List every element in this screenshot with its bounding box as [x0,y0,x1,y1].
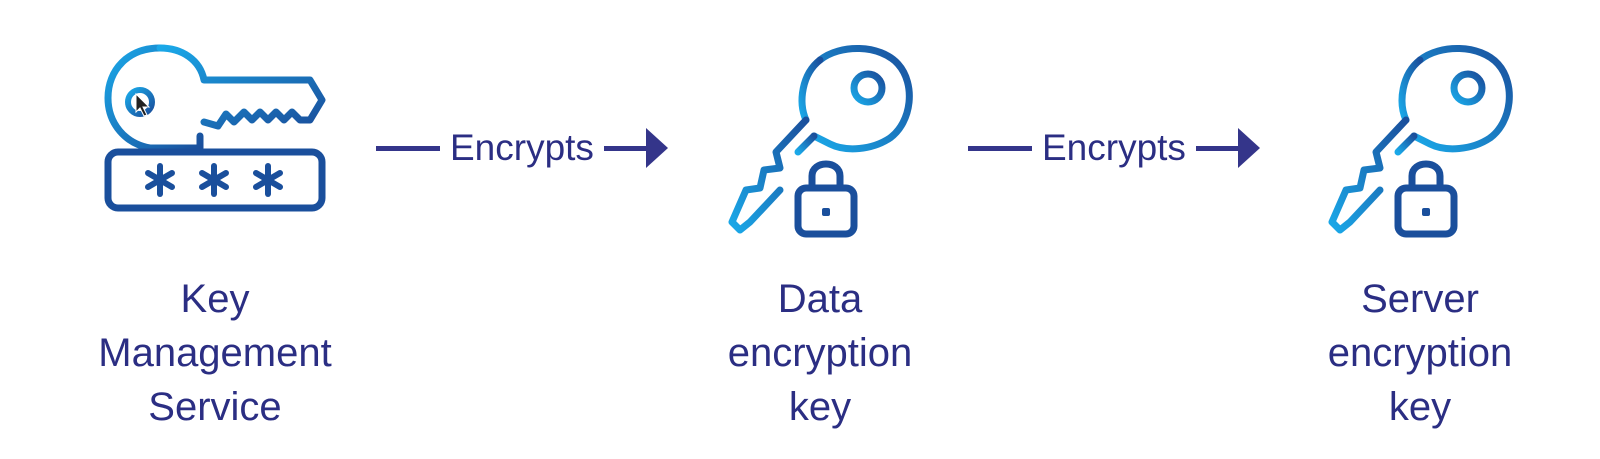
connector-line [1195,145,1238,151]
key-with-password-icon [104,44,326,212]
arrowhead-icon [1237,128,1260,168]
node-label-data-encryption-key: Data encryption key [727,277,913,429]
connector-line [603,145,646,151]
connector-line [376,145,440,151]
key-with-lock-icon [728,45,913,238]
encrypts-connector: Encrypts [376,127,668,168]
connector-label: Encrypts [450,127,594,168]
arrowhead-icon [645,128,668,168]
connector-label: Encrypts [1042,127,1186,168]
node-label-key-management-service: Key Management Service [98,277,332,429]
node-label-server-encryption-key: Server encryption key [1327,277,1513,429]
mouse-cursor-icon [135,92,151,117]
connector-line [968,145,1032,151]
encrypts-connector: Encrypts [968,127,1260,168]
key-with-lock-icon [1328,45,1513,238]
